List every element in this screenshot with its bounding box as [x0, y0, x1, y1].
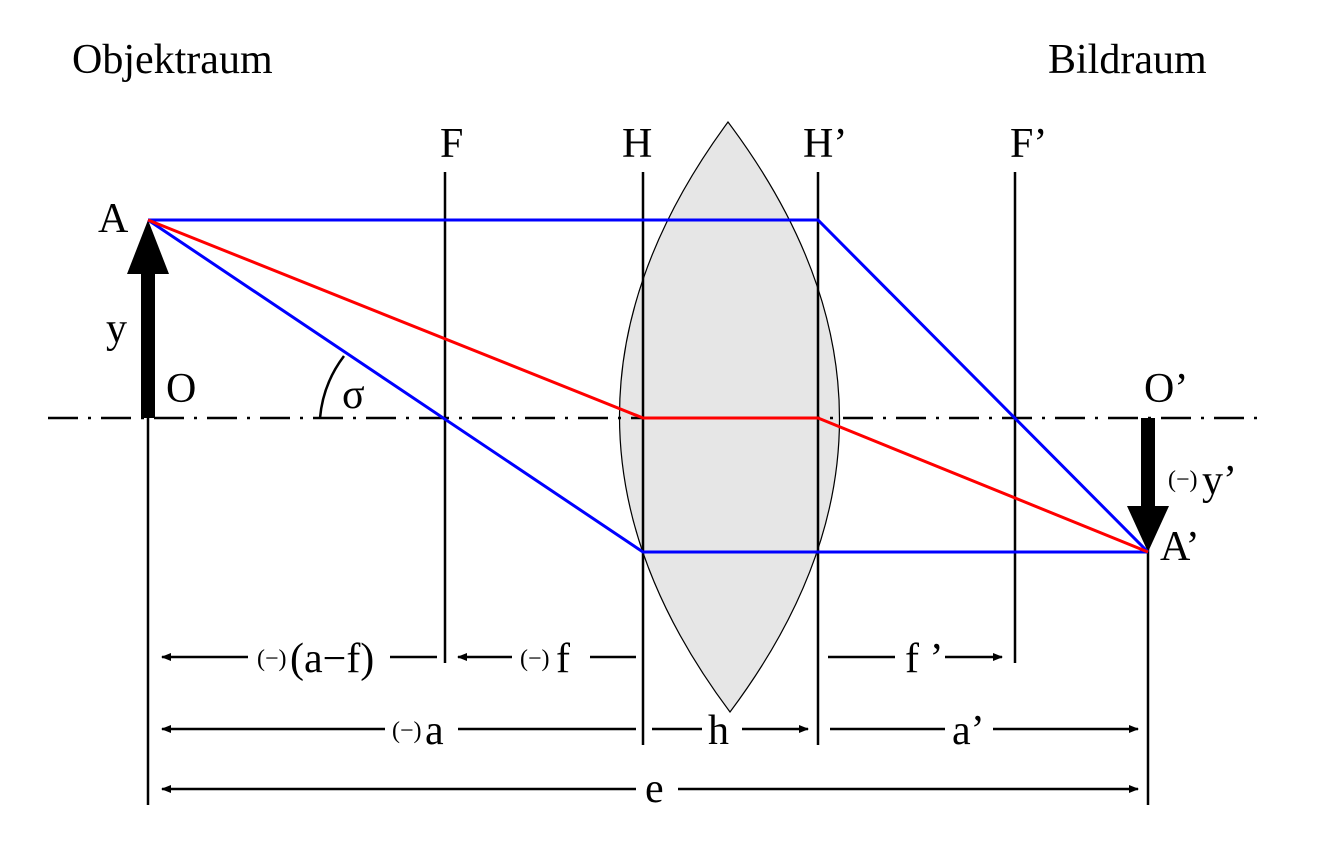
dim-f-prime: f ’: [828, 636, 1003, 682]
angle-sigma-arc: [318, 355, 345, 419]
image-height-sign: (−): [1168, 467, 1198, 493]
point-o-label: O: [166, 366, 196, 412]
dim-f-label: f: [556, 636, 570, 682]
dim-f-prime-label: f ’: [905, 636, 943, 682]
focal-plane-f-label: F: [440, 121, 463, 167]
focal-plane-f-prime-label: F’: [1010, 121, 1047, 167]
object-arrow-shaft: [141, 270, 155, 418]
object-space-label: Objektraum: [72, 37, 273, 83]
dim-a-minus-f-sign: (−): [257, 646, 287, 672]
dim-e-label: e: [645, 766, 664, 812]
point-a-label: A: [98, 196, 129, 242]
dim-e: e: [161, 766, 1139, 812]
image-arrow-shaft: [1141, 418, 1155, 510]
dim-h-label: h: [708, 708, 729, 754]
dim-h: h: [652, 708, 809, 754]
point-a-prime-label: A’: [1160, 524, 1200, 570]
principal-plane-h-prime-label: H’: [803, 121, 847, 167]
object-height-y-label: y: [106, 306, 127, 352]
dim-a-label: a: [425, 708, 444, 754]
dim-a-prime-label: a’: [952, 708, 985, 754]
focal-ray-bottom: [147, 218, 1148, 554]
image-space-label: Bildraum: [1048, 37, 1207, 83]
dim-f: (−) f: [457, 636, 636, 682]
principal-plane-h-label: H: [622, 121, 652, 167]
dim-a-prime: a’: [830, 708, 1139, 754]
object-arrow-head: [127, 220, 169, 274]
dim-f-sign: (−): [520, 646, 550, 672]
principal-point-ray: [147, 218, 1149, 554]
image-height-y-prime-label: y’: [1202, 458, 1237, 504]
dim-a-minus-f-label: (a−f): [290, 636, 374, 682]
dim-a-sign: (−): [392, 718, 422, 744]
dim-a-minus-f: (−) (a−f): [161, 636, 437, 682]
parallel-ray-top: [148, 218, 1150, 554]
angle-sigma-label: σ: [342, 372, 365, 418]
dim-a: (−) a: [161, 708, 636, 754]
image-arrow-head: [1127, 506, 1169, 552]
point-o-prime-label: O’: [1144, 366, 1188, 412]
